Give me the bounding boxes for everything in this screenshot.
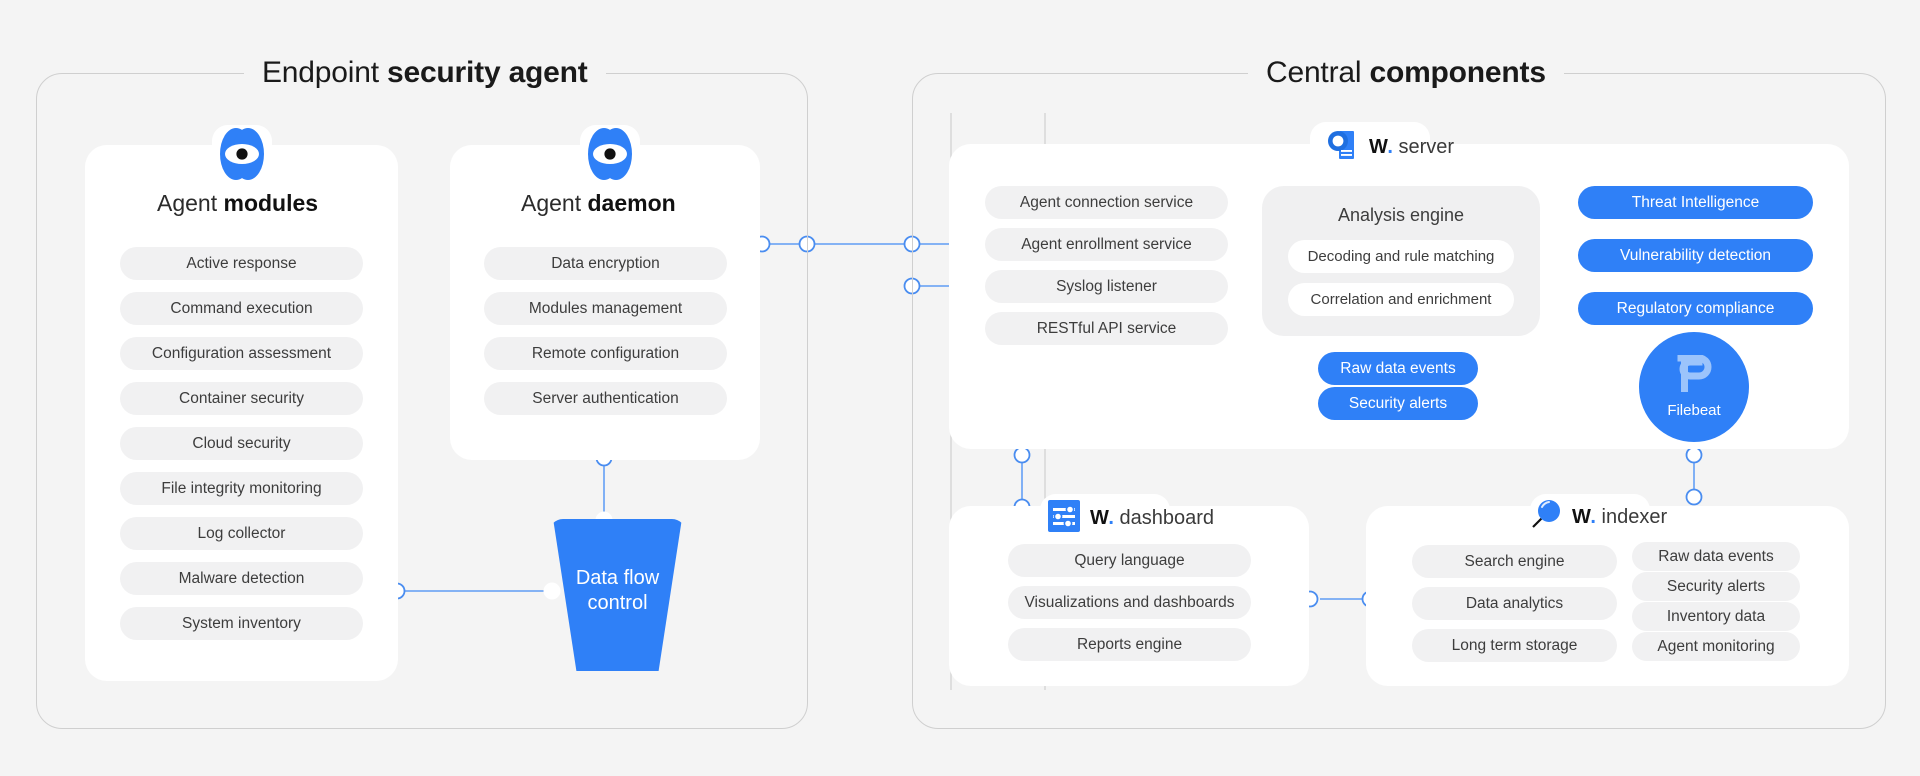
- daemon-pill-server-authentication[interactable]: Server authentication: [484, 382, 727, 415]
- capability-pill-regulatory-compliance[interactable]: Regulatory compliance: [1578, 292, 1813, 325]
- dashboard-sliders-icon: [1048, 500, 1080, 537]
- dashboard-pill-reports-engine[interactable]: Reports engine: [1008, 628, 1251, 661]
- daemon-pill-modules-management[interactable]: Modules management: [484, 292, 727, 325]
- server-pill-agent-enrollment-service[interactable]: Agent enrollment service: [985, 228, 1228, 261]
- daemon-pill-remote-configuration[interactable]: Remote configuration: [484, 337, 727, 370]
- filebeat-icon: [1673, 354, 1715, 400]
- filebeat-label: Filebeat: [1667, 402, 1721, 419]
- endpoint-group-title: Endpoint security agent: [244, 56, 606, 90]
- server-pill-syslog-listener[interactable]: Syslog listener: [985, 270, 1228, 303]
- dashboard-pill-query-language[interactable]: Query language: [1008, 544, 1251, 577]
- indexer-pill-agent-monitoring[interactable]: Agent monitoring: [1632, 632, 1800, 661]
- module-pill-file-integrity-monitoring[interactable]: File integrity monitoring: [120, 472, 363, 505]
- agent-eye-icon: [585, 126, 635, 187]
- module-pill-system-inventory[interactable]: System inventory: [120, 607, 363, 640]
- agent-modules-title: Agent modules: [157, 190, 319, 216]
- output-pill-raw-data-events[interactable]: Raw data events: [1318, 352, 1478, 385]
- dashboard-pill-visualizations[interactable]: Visualizations and dashboards: [1008, 586, 1251, 619]
- agent-eye-icon: [217, 126, 267, 187]
- module-pill-command-execution[interactable]: Command execution: [120, 292, 363, 325]
- data-flow-control-shape[interactable]: [553, 519, 682, 671]
- output-pill-security-alerts[interactable]: Security alerts: [1318, 387, 1478, 420]
- server-logo-text: W. server: [1369, 136, 1455, 158]
- module-pill-malware-detection[interactable]: Malware detection: [120, 562, 363, 595]
- server-document-icon: [1325, 128, 1359, 167]
- indexer-pill-data-analytics[interactable]: Data analytics: [1412, 587, 1617, 620]
- dashboard-logo: W. dashboard: [1048, 500, 1214, 537]
- dashboard-logo-text: W. dashboard: [1090, 507, 1215, 529]
- daemon-pill-data-encryption[interactable]: Data encryption: [484, 247, 727, 280]
- server-pill-restful-api-service[interactable]: RESTful API service: [985, 312, 1228, 345]
- module-pill-log-collector[interactable]: Log collector: [120, 517, 363, 550]
- filebeat-node[interactable]: Filebeat: [1639, 332, 1749, 442]
- capability-pill-vulnerability-detection[interactable]: Vulnerability detection: [1578, 239, 1813, 272]
- indexer-magnifier-icon: [1528, 498, 1562, 537]
- server-logo: W. server: [1325, 128, 1454, 167]
- data-flow-control-label: Data flow control: [575, 567, 660, 614]
- module-pill-configuration-assessment[interactable]: Configuration assessment: [120, 337, 363, 370]
- indexer-pill-raw-data-events[interactable]: Raw data events: [1632, 542, 1800, 571]
- agent-daemon-title: Agent daemon: [521, 190, 676, 216]
- server-pill-agent-connection-service[interactable]: Agent connection service: [985, 186, 1228, 219]
- analysis-engine-pill-correlation[interactable]: Correlation and enrichment: [1288, 283, 1514, 316]
- indexer-logo-text: W. indexer: [1572, 506, 1668, 528]
- indexer-pill-long-term-storage[interactable]: Long term storage: [1412, 629, 1617, 662]
- capability-pill-threat-intelligence[interactable]: Threat Intelligence: [1578, 186, 1813, 219]
- indexer-pill-search-engine[interactable]: Search engine: [1412, 545, 1617, 578]
- analysis-engine-title: Analysis engine: [1337, 205, 1465, 225]
- module-pill-active-response[interactable]: Active response: [120, 247, 363, 280]
- analysis-engine-pill-decoding[interactable]: Decoding and rule matching: [1288, 240, 1514, 273]
- central-group-title: Central components: [1248, 56, 1564, 90]
- indexer-pill-inventory-data[interactable]: Inventory data: [1632, 602, 1800, 631]
- module-pill-container-security[interactable]: Container security: [120, 382, 363, 415]
- module-pill-cloud-security[interactable]: Cloud security: [120, 427, 363, 460]
- indexer-logo: W. indexer: [1528, 498, 1667, 537]
- indexer-pill-security-alerts[interactable]: Security alerts: [1632, 572, 1800, 601]
